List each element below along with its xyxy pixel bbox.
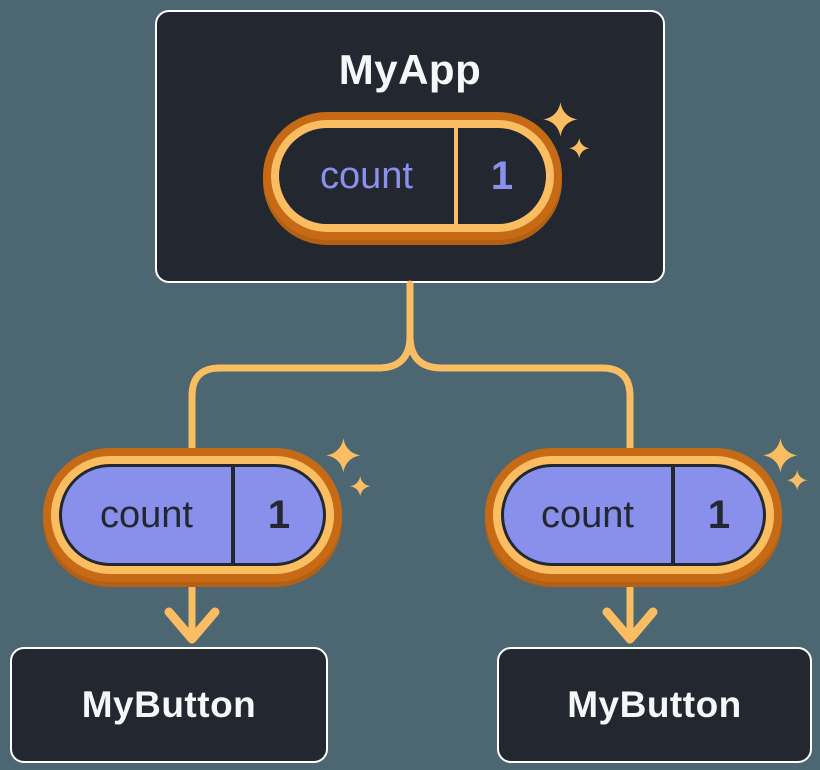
- pill-divider: [231, 467, 235, 563]
- component-node-mybutton-right: MyButton: [497, 647, 812, 763]
- sparkle-icon: [787, 470, 808, 491]
- sparkle-icon: [350, 476, 371, 497]
- connector-line-right: [406, 332, 634, 459]
- pill-divider: [671, 467, 675, 563]
- prop-pill-right: count 1: [501, 464, 766, 566]
- component-node-mybutton-left: MyButton: [10, 647, 328, 763]
- arrow-down-icon: [164, 607, 220, 644]
- prop-name: count: [100, 493, 193, 536]
- state-pill-root: count 1: [279, 128, 546, 224]
- state-name: count: [320, 154, 413, 197]
- state-value: 1: [490, 153, 514, 198]
- component-title: MyButton: [81, 684, 257, 725]
- arrow-down-icon: [602, 607, 658, 644]
- component-title: MyButton: [567, 684, 742, 725]
- prop-value: 1: [707, 492, 731, 537]
- prop-pill-left: count 1: [59, 464, 326, 566]
- sparkle-icon: [326, 438, 361, 473]
- sparkle-icon: [763, 438, 798, 473]
- prop-value: 1: [267, 492, 291, 537]
- component-title: MyApp: [338, 46, 482, 93]
- pill-divider: [454, 128, 458, 224]
- connector-line-left: [188, 280, 414, 459]
- prop-name: count: [541, 493, 634, 536]
